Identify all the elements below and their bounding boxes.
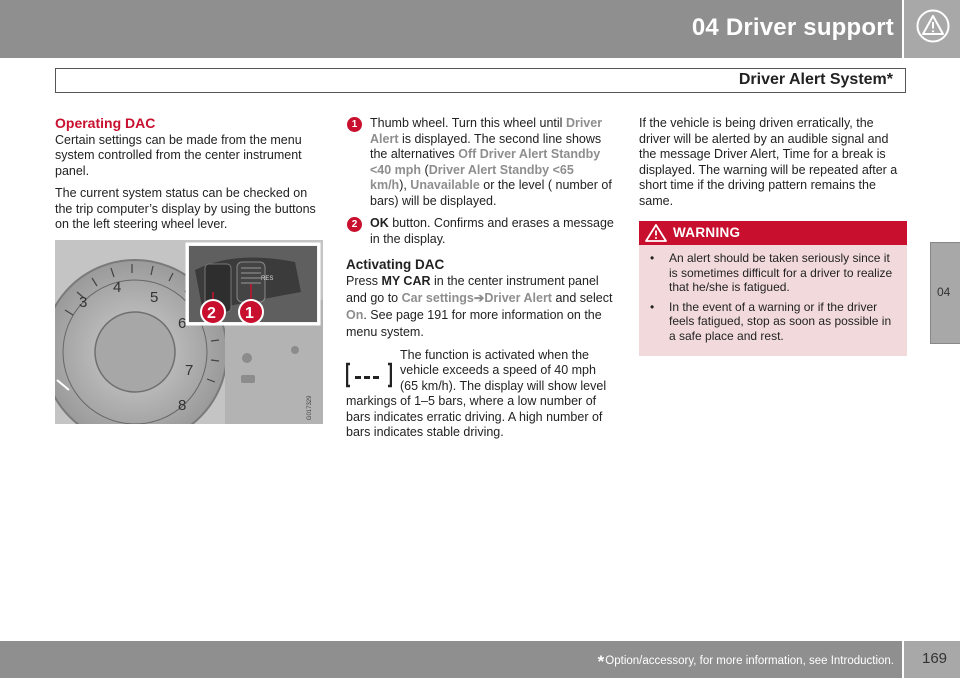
settings-paragraph: Certain settings can be made from the me…	[55, 132, 302, 178]
activating-dac-heading: Activating DAC	[346, 257, 445, 272]
callout-2-circle	[200, 298, 226, 325]
gauge-number-4: 4	[113, 279, 121, 296]
function-description: The function is activated when the vehic…	[346, 348, 614, 441]
status-paragraph: The current system status can be checked…	[55, 186, 316, 231]
header-icon-box	[902, 0, 960, 58]
svg-text:RES: RES	[261, 276, 273, 282]
activating-text-b: in the center instrument panel and go to	[346, 273, 599, 305]
alert-paragraph: If the vehicle is being driven erratical…	[639, 116, 898, 208]
callout-2-label: 2	[207, 305, 216, 322]
item1-menu-unavailable: Unavailable	[410, 178, 480, 192]
instrument-illustration: 3 4 5 6 7 8	[55, 239, 323, 424]
gauge-number-3: 3	[79, 294, 87, 311]
callout-1-label: 1	[245, 305, 254, 322]
activating-text-c: and select	[551, 290, 613, 305]
ok-button-label: OK	[370, 216, 389, 230]
item1-menu-driver-alert: Driver Alert	[370, 116, 603, 146]
gauge-number-6: 6	[178, 315, 186, 332]
numbered-item-1: 1 Thumb wheel. Turn this wheel until Dri…	[346, 116, 614, 209]
item2-text: button. Confirms and erases a mes­sage i…	[370, 216, 614, 246]
callout-1-circle	[238, 298, 264, 325]
gauge-number-7: 7	[185, 362, 193, 379]
warning-item: In the event of a warning or if the driv…	[650, 300, 897, 344]
column-right: If the vehicle is being driven erratical…	[639, 116, 907, 356]
warning-title: WARNING	[673, 225, 741, 240]
warning-triangle-small-icon	[645, 224, 667, 242]
chapter-side-tab[interactable]: 04	[930, 242, 960, 344]
gauge-number-5: 5	[150, 289, 158, 306]
footer-note: *Option/accessory, for more information,…	[598, 652, 894, 672]
column-left: Operating DAC Certain settings can be ma…	[55, 115, 323, 424]
warning-triangle-icon	[916, 9, 950, 43]
activating-text-d: . See page 191 for more information on t…	[346, 307, 602, 339]
image-code: G017329	[307, 395, 314, 421]
gauge-number-8: 8	[178, 397, 186, 414]
warning-header: WARNING	[639, 221, 907, 245]
steering-lever-figure: 3 4 5 6 7 8	[55, 239, 323, 424]
item1-menu-standby-kmh: Driver Alert Standby <65 km/h	[370, 162, 574, 193]
page-number-box: 169	[902, 641, 960, 678]
numbered-item-2: 2 OK button. Confirms and erases a mes­s…	[346, 216, 614, 247]
item1-text-b: is displayed. The second line shows the …	[370, 131, 602, 162]
header-bar: 04 Driver support	[0, 0, 960, 58]
menu-car-settings: Car settings	[401, 290, 474, 305]
warning-list: An alert should be taken seriously since…	[639, 245, 907, 343]
column-middle: 1 Thumb wheel. Turn this wheel until Dri…	[346, 116, 614, 441]
warning-item: An alert should be taken seriously since…	[650, 251, 897, 295]
footer-bar: *Option/accessory, for more information,…	[0, 641, 960, 678]
number-badge-2: 2	[347, 217, 362, 232]
menu-on: On	[346, 307, 364, 322]
side-tab-label: 04	[937, 285, 951, 299]
menu-arrow-icon: ➔	[473, 290, 485, 305]
operating-dac-heading: Operating DAC	[55, 115, 156, 131]
activating-paragraph: Press MY CAR in the center instrument pa…	[346, 273, 614, 341]
menu-driver-alert: Driver Alert	[484, 290, 552, 305]
page-number: 169	[922, 650, 948, 667]
item1-menu-off-standby-mph: Off Driver Alert Standby <40 mph	[370, 147, 601, 177]
footer-asterisk: *	[597, 652, 605, 671]
chapter-title: 04 Driver support	[691, 14, 894, 41]
dac-level-bars-icon	[346, 360, 392, 390]
item1-text-c: (	[421, 162, 429, 177]
footer-note-text: Option/accessory, for more information, …	[605, 655, 894, 667]
my-car-label: MY CAR	[381, 273, 431, 288]
item1-text-a: Thumb wheel. Turn this wheel until	[370, 116, 566, 130]
item1-text-d: ),	[399, 178, 411, 192]
section-title-box: Driver Alert System*	[55, 68, 906, 93]
activating-text-a: Press	[346, 273, 382, 288]
item1-text-e: or the level ( number of bars) will be d…	[370, 178, 612, 208]
function-text: The function is activated when the vehic…	[346, 347, 607, 440]
number-badge-1: 1	[347, 117, 362, 132]
warning-box: WARNING An alert should be taken serious…	[639, 221, 907, 356]
section-title: Driver Alert System*	[738, 71, 893, 88]
